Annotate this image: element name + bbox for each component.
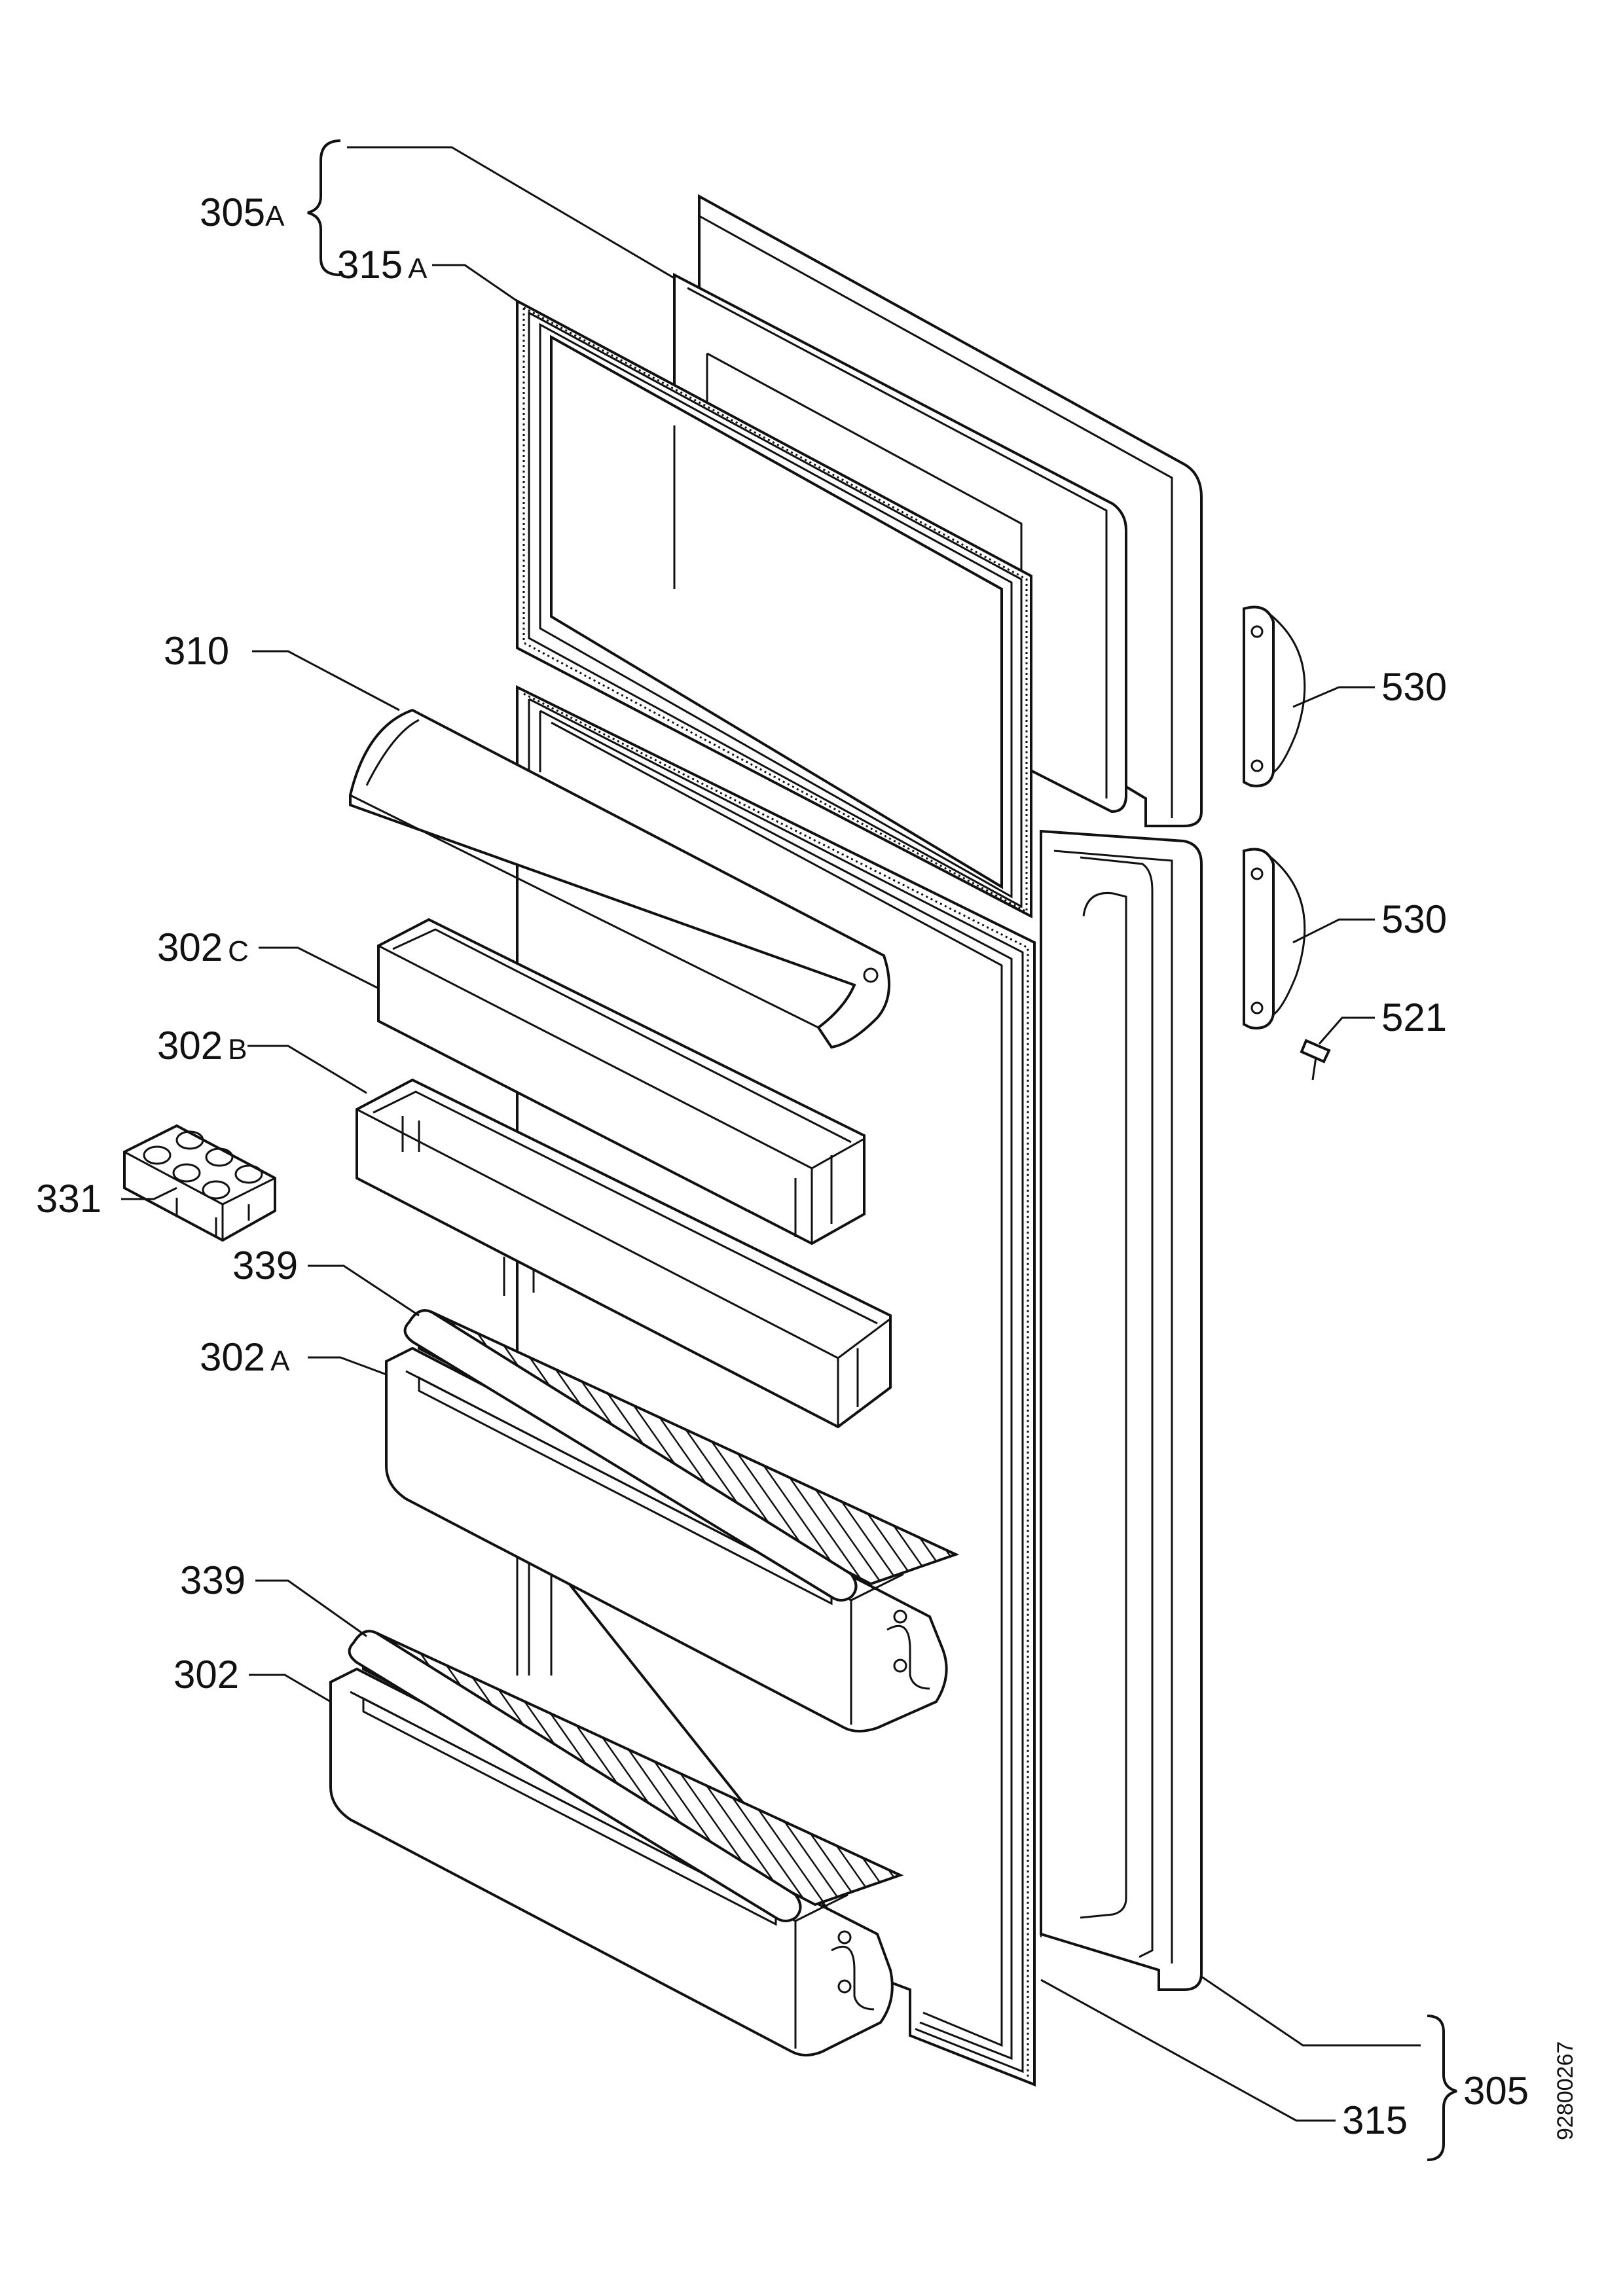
label-305a: 305A [200, 190, 285, 234]
label-305: 305 [1463, 2069, 1529, 2113]
label-339-upper: 339 [232, 1244, 298, 1287]
label-530-upper: 530 [1381, 665, 1447, 709]
brace-305a [307, 139, 341, 276]
screw [1300, 1039, 1331, 1081]
door-shelf-302b [356, 1078, 892, 1429]
label-530-lower: 530 [1381, 897, 1447, 941]
label-310: 310 [164, 629, 229, 673]
freezer-gasket [516, 298, 1032, 919]
document-id: 92800267 [1553, 2041, 1578, 2140]
label-339-lower: 339 [180, 1558, 246, 1602]
door-handle-upper [1243, 605, 1306, 787]
door-handle-lower [1243, 848, 1306, 1030]
door-shelf-302a [385, 1309, 960, 1732]
door-shelf-302c [377, 918, 866, 1246]
label-302: 302 [173, 1653, 239, 1696]
brace-305 [1427, 2015, 1457, 2161]
fridge-door-panel [1040, 829, 1203, 1991]
dairy-compartment-cover [349, 708, 890, 1049]
label-331: 331 [36, 1177, 101, 1221]
leader-lines [121, 146, 1421, 2122]
label-315: 315 [1342, 2098, 1408, 2142]
egg-tray [123, 1124, 276, 1242]
label-521: 521 [1381, 996, 1447, 1039]
door-shelf-302 [329, 1630, 904, 2056]
